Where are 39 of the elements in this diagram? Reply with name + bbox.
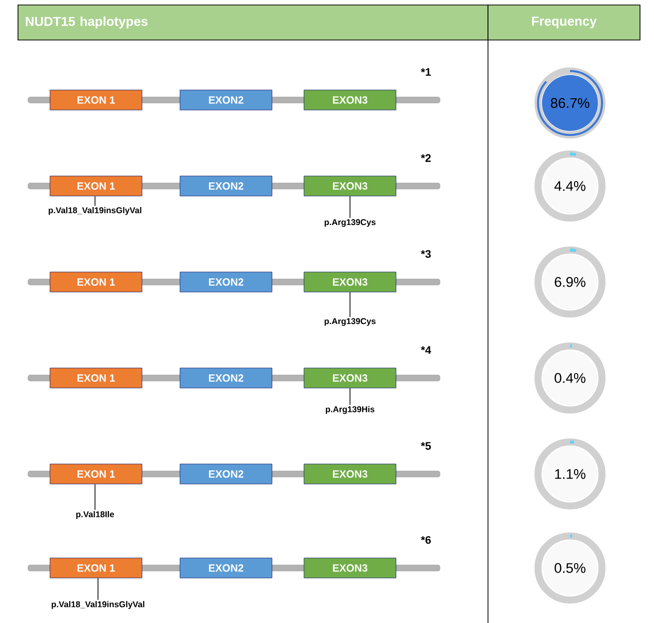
exon-box: EXON2 xyxy=(180,368,272,388)
exon-box: EXON3 xyxy=(304,368,396,388)
haplotype-label: *6 xyxy=(420,536,431,544)
exon-box: EXON 1 xyxy=(50,558,142,578)
donut-chart: 1.1% xyxy=(534,438,606,510)
haplotype-label: *5 xyxy=(420,442,431,450)
variant-label: p.Val18_Val19insGlyVal xyxy=(48,207,142,215)
exon-box: EXON2 xyxy=(180,90,272,110)
donut-chart: 6.9% xyxy=(534,246,606,318)
donut-chart: 0.5% xyxy=(534,532,606,604)
donut-chart: 4.4% xyxy=(534,150,606,222)
leader-line xyxy=(94,196,96,206)
exon-box: EXON3 xyxy=(304,558,396,578)
exon-box: EXON3 xyxy=(304,176,396,196)
header-cell: Frequency xyxy=(488,4,640,40)
variant-label: p.Val18Ile xyxy=(76,511,114,519)
exon-box: EXON 1 xyxy=(50,176,142,196)
exon-box: EXON 1 xyxy=(50,368,142,388)
exon-box: EXON2 xyxy=(180,176,272,196)
haplotype-label: *4 xyxy=(420,346,432,354)
haplotype-label: *3 xyxy=(420,250,431,258)
haplotype-label: *2 xyxy=(420,154,431,162)
exon-box: EXON3 xyxy=(304,90,396,110)
leader-line xyxy=(94,484,96,510)
exon-box: EXON2 xyxy=(180,464,272,484)
exon-box: EXON2 xyxy=(180,272,272,292)
exon-box: EXON 1 xyxy=(50,272,142,292)
exon-box: EXON2 xyxy=(180,558,272,578)
variant-label: p.Arg139His xyxy=(326,406,374,414)
variant-label: p.Arg139Cys xyxy=(324,318,376,326)
exon-box: EXON3 xyxy=(304,272,396,292)
exon-box: EXON3 xyxy=(304,464,396,484)
exon-box: EXON 1 xyxy=(50,90,142,110)
donut-chart: 86.7% xyxy=(534,68,606,138)
donut-chart: 0.4% xyxy=(534,342,606,414)
exon-box: EXON 1 xyxy=(50,464,142,484)
variant-label: p.Arg139Cys xyxy=(324,219,376,227)
variant-label: p.Val18_Val19insGlyVal xyxy=(52,601,144,609)
haplotype-label: *1 xyxy=(420,68,431,76)
